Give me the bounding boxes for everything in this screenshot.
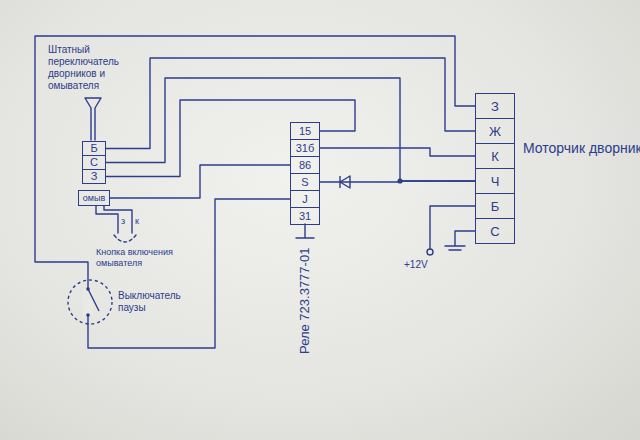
motor-pin: Б bbox=[475, 193, 515, 219]
component-note: Кнопка включения омывателя bbox=[96, 247, 192, 269]
voltage-label: +12V bbox=[404, 259, 428, 271]
wire bbox=[35, 36, 475, 348]
washer-connector: омыв bbox=[78, 190, 110, 206]
component-note: Штатный переключатель дворников и омыват… bbox=[48, 44, 140, 92]
heading-holder: Моторчик дворников ВАЗ-2108 bbox=[523, 140, 628, 157]
power-terminal bbox=[427, 249, 433, 255]
pin-name: К bbox=[491, 150, 499, 163]
motor-pin: З bbox=[475, 93, 515, 119]
pin-name: Ж bbox=[489, 125, 501, 138]
pin-name: С bbox=[90, 157, 98, 168]
component-note: Выключатель паузы bbox=[118, 290, 200, 314]
relay-pin: S bbox=[290, 173, 320, 191]
motor-pin: С bbox=[475, 218, 515, 244]
switch-contact bbox=[86, 313, 90, 317]
component-title: Реле 723.3777-01 bbox=[297, 248, 313, 354]
relay-pin: 86 bbox=[290, 156, 320, 174]
ground-symbol bbox=[445, 231, 475, 250]
diode-symbol bbox=[339, 176, 340, 188]
switch-symbol bbox=[88, 289, 99, 311]
junction-dot bbox=[397, 178, 402, 183]
pin-name: С bbox=[490, 225, 499, 238]
connector-pin: З bbox=[82, 169, 106, 184]
pin-name: З bbox=[491, 100, 499, 113]
ground-symbol bbox=[296, 224, 314, 238]
pin-name: З bbox=[91, 171, 98, 182]
relay-block: Реле 723.3777-011531б86SJ31 bbox=[290, 122, 320, 225]
wire bbox=[106, 58, 475, 149]
pin-name: Б bbox=[491, 200, 500, 213]
label-holder: з bbox=[121, 216, 125, 227]
pin-name: 86 bbox=[299, 160, 311, 171]
pin-name: S bbox=[301, 177, 308, 188]
pin-name: Б bbox=[90, 143, 97, 154]
switch-contact bbox=[86, 287, 90, 291]
wire bbox=[110, 165, 290, 198]
motor-pin: Ж bbox=[475, 118, 515, 144]
motor-pin: К bbox=[475, 143, 515, 169]
pin-name: омыв bbox=[83, 194, 105, 203]
relay-pin: 31б bbox=[290, 139, 320, 157]
switch-gap bbox=[83, 289, 93, 315]
power-wire bbox=[430, 206, 475, 249]
wire bbox=[320, 148, 475, 156]
label-holder: Штатный переключатель дворников и омыват… bbox=[48, 44, 140, 92]
label-holder: к bbox=[135, 216, 139, 227]
label-holder: Кнопка включения омывателя bbox=[96, 247, 192, 269]
pin-name: 31б bbox=[296, 143, 315, 154]
label-holder: Выключатель паузы bbox=[118, 290, 200, 314]
motor-connector: Моторчик дворников ВАЗ-2108ЗЖКЧБС bbox=[475, 93, 515, 244]
heading-holder: Реле 723.3777-01 bbox=[297, 248, 313, 354]
pin-name: 15 bbox=[299, 126, 311, 137]
washer-button-symbol bbox=[114, 235, 136, 242]
relay-pin: J bbox=[290, 190, 320, 208]
pin-name: 31 bbox=[299, 211, 311, 222]
wire bbox=[106, 78, 475, 181]
diode-symbol bbox=[340, 176, 350, 188]
pin-name: к bbox=[135, 216, 139, 227]
pin-name: J bbox=[302, 194, 308, 205]
switch-pointer-horn bbox=[85, 98, 101, 140]
relay-pin: 31 bbox=[290, 207, 320, 225]
motor-pin: Ч bbox=[475, 168, 515, 194]
switch-outline bbox=[68, 280, 112, 324]
connector-pin: С bbox=[82, 155, 106, 170]
component-title: Моторчик дворников ВАЗ-2108 bbox=[523, 140, 628, 157]
pin-name: з bbox=[121, 216, 125, 227]
pin-name: Ч bbox=[491, 175, 500, 188]
button-wire bbox=[104, 206, 132, 233]
label-holder: +12V bbox=[404, 259, 428, 271]
connector-pin: Б bbox=[82, 141, 106, 156]
relay-pin: 15 bbox=[290, 122, 320, 140]
